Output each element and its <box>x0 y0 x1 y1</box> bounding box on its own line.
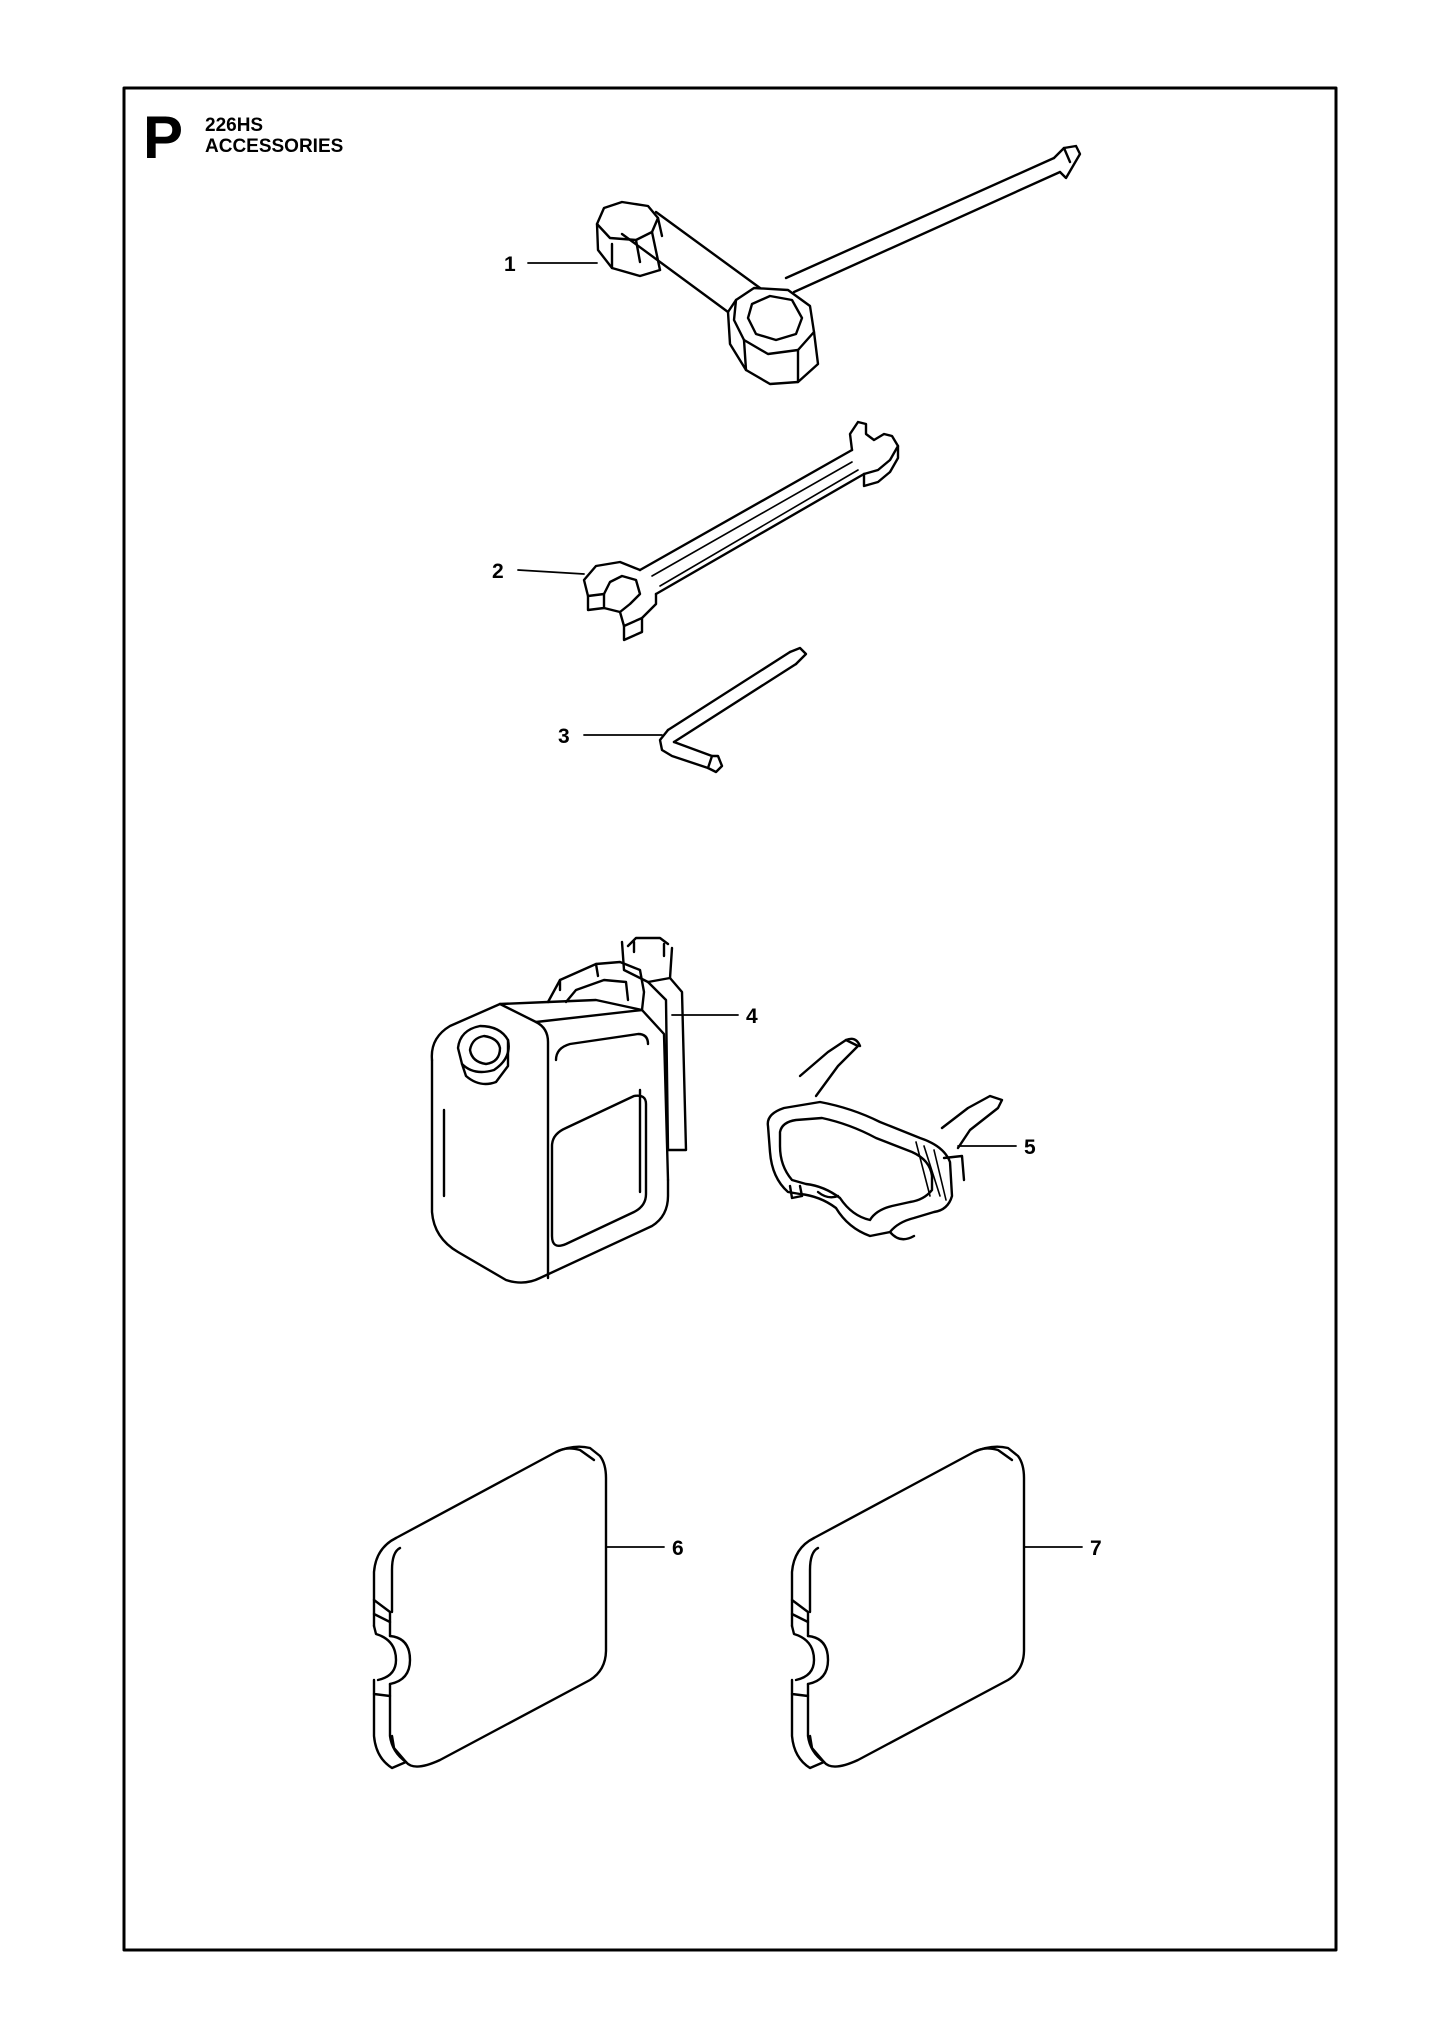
callout-2[interactable]: 2 <box>492 560 504 583</box>
model-number: 226HS <box>205 115 264 136</box>
part-5-protective-goggles[interactable] <box>766 1037 1004 1241</box>
part-2-open-end-wrench[interactable] <box>582 420 900 642</box>
leader-lines <box>517 262 1083 1548</box>
section-letter: P <box>143 104 184 171</box>
callout-5[interactable]: 5 <box>1024 1136 1036 1159</box>
callout-3[interactable]: 3 <box>558 725 570 748</box>
part-7-blade-guard[interactable] <box>790 1445 1026 1770</box>
callout-1[interactable]: 1 <box>504 253 516 276</box>
callout-4[interactable]: 4 <box>746 1005 758 1028</box>
part-3-hex-key[interactable] <box>658 646 808 774</box>
part-4-fuel-can[interactable] <box>430 936 688 1284</box>
callout-6[interactable]: 6 <box>672 1537 684 1560</box>
section-title: ACCESSORIES <box>205 136 344 157</box>
part-6-blade-guard[interactable] <box>372 1445 608 1770</box>
page-frame <box>122 86 1338 1952</box>
part-1-combination-spanner[interactable] <box>595 144 1082 386</box>
callout-7[interactable]: 7 <box>1090 1537 1102 1560</box>
